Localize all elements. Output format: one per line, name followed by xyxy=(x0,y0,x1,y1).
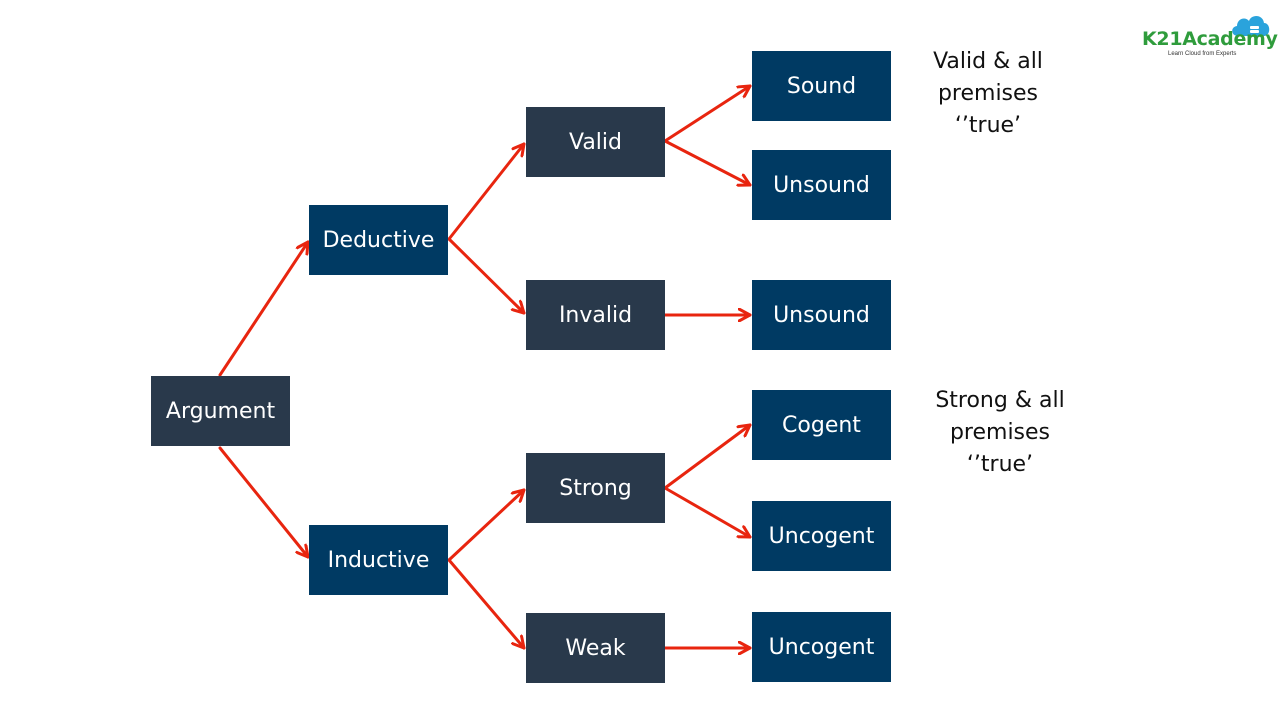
node-valid: Valid xyxy=(526,107,665,177)
node-deductive: Deductive xyxy=(309,205,448,275)
node-cogent: Cogent xyxy=(752,390,891,460)
note-cogent-definition: Strong & all premises ‘’true’ xyxy=(920,385,1080,481)
arrow-strong-to-cogent xyxy=(663,423,752,490)
note-cogent-line-3: ‘’true’ xyxy=(966,452,1034,477)
node-inductive: Inductive xyxy=(309,525,448,595)
logo-tagline: Learn Cloud from Experts xyxy=(1168,51,1237,57)
note-cogent-line-2: premises xyxy=(949,420,1051,445)
arrow-strong-to-uncogent xyxy=(663,486,752,539)
note-sound-line-3: ‘’true’ xyxy=(954,113,1022,138)
arrow-deductive-to-invalid xyxy=(447,237,526,315)
arrow-argument-to-inductive xyxy=(218,446,310,559)
node-unsound-valid: Unsound xyxy=(752,150,891,220)
arrow-inductive-to-weak xyxy=(447,558,526,650)
cloud-icon xyxy=(1232,15,1270,36)
note-sound-line-2: premises xyxy=(937,81,1039,106)
note-cogent-line-1: Strong & all xyxy=(935,388,1065,413)
note-sound-line-1: Valid & all xyxy=(933,49,1043,74)
node-unsound-invalid: Unsound xyxy=(752,280,891,350)
node-uncogent-strong: Uncogent xyxy=(752,501,891,571)
note-sound-definition: Valid & all premises ‘’true’ xyxy=(908,46,1068,142)
node-sound: Sound xyxy=(752,51,891,121)
node-weak: Weak xyxy=(526,613,665,683)
node-argument: Argument xyxy=(151,376,290,446)
logo-wordmark: K21Academy xyxy=(1142,28,1278,50)
node-strong: Strong xyxy=(526,453,665,523)
arrow-deductive-to-valid xyxy=(447,142,526,241)
node-uncogent-weak: Uncogent xyxy=(752,612,891,682)
arrow-inductive-to-strong xyxy=(447,488,526,562)
arrow-argument-to-deductive xyxy=(218,240,310,377)
arrow-valid-to-sound xyxy=(663,84,752,143)
arrow-valid-to-unsound xyxy=(663,139,752,185)
k21academy-logo: K21Academy Learn Cloud from Experts xyxy=(1138,10,1278,62)
node-invalid: Invalid xyxy=(526,280,665,350)
